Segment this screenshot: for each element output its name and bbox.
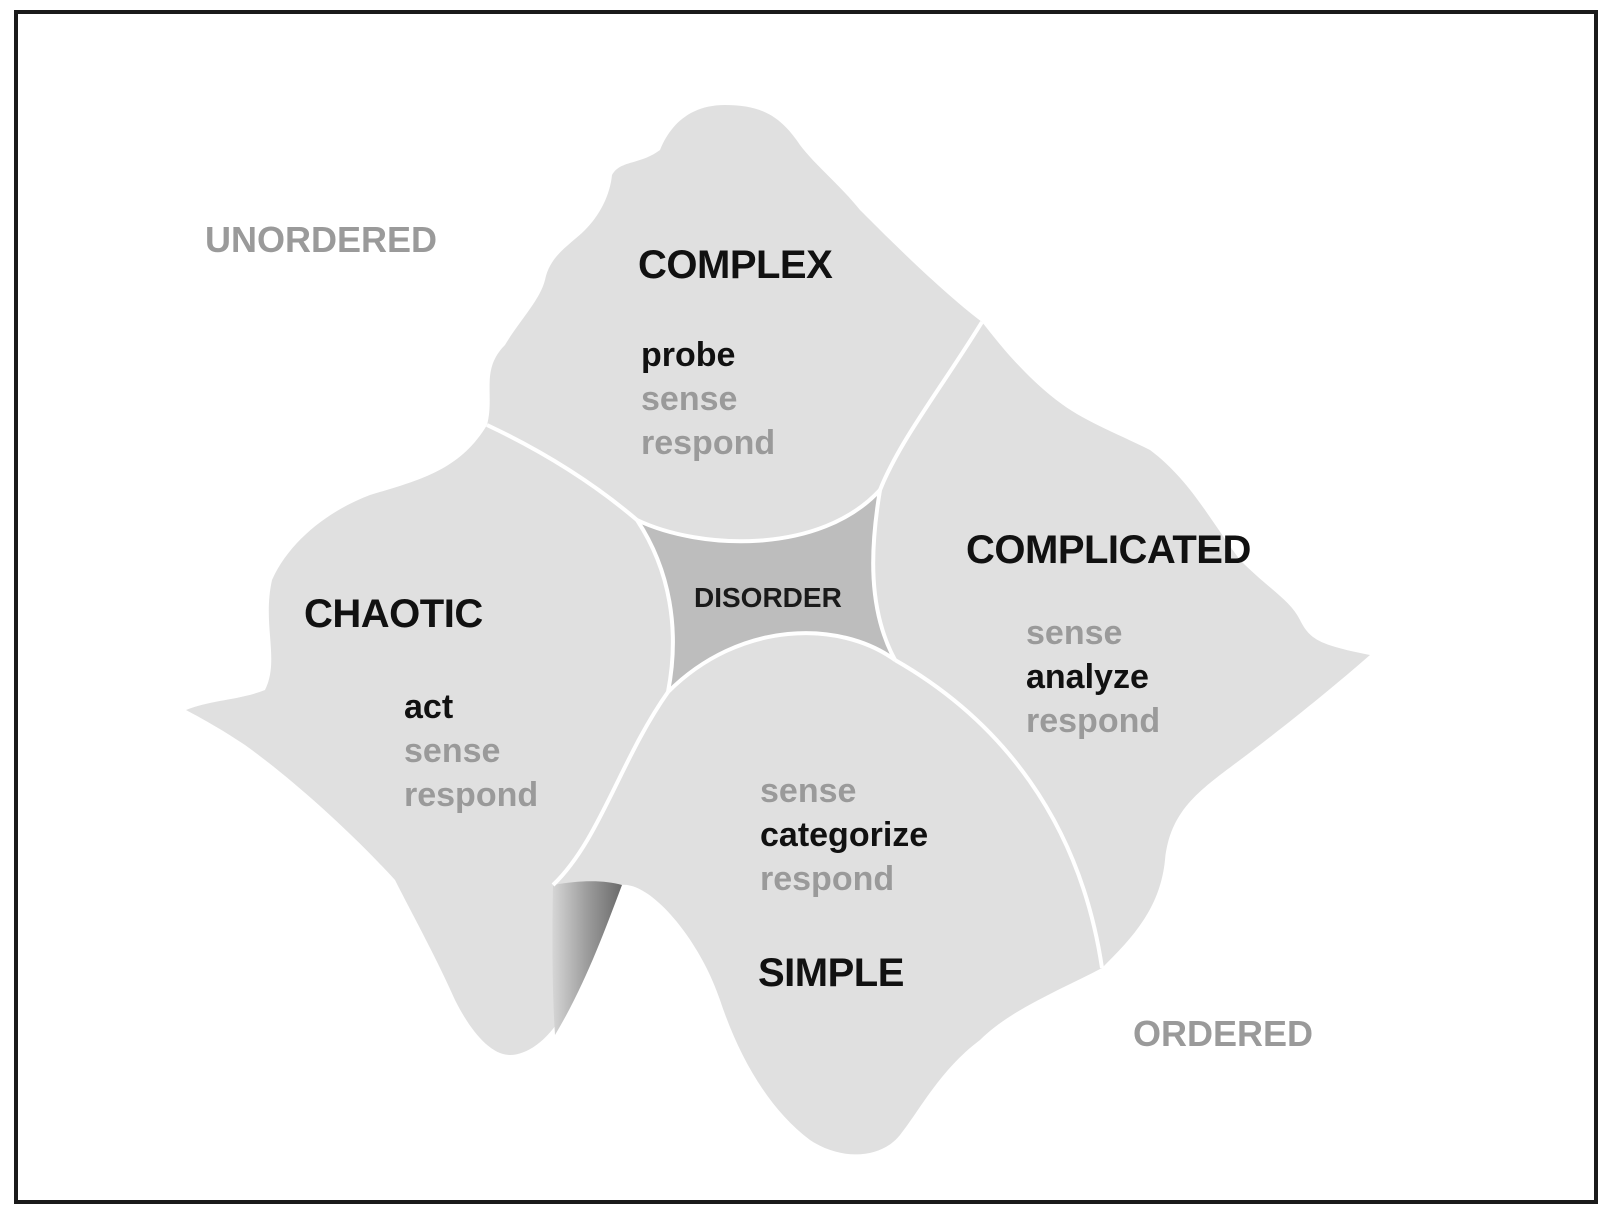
label-unordered: UNORDERED [205, 219, 438, 260]
domain-dividers [486, 320, 1104, 969]
simple-step-3: respond [760, 860, 895, 898]
cliff-shadow [552, 881, 622, 1035]
domain-complex-title: COMPLEX [638, 243, 833, 287]
complicated-step-3: respond [1026, 702, 1161, 740]
complex-step-3: respond [641, 424, 776, 462]
divider-simple-disorder [666, 631, 897, 694]
simple-step-2: categorize [760, 816, 929, 854]
divider-simple-complicated [894, 658, 1104, 969]
divider-chaotic-disorder [635, 518, 675, 693]
divider-complex-disorder [636, 488, 882, 544]
complex-step-1: probe [641, 336, 736, 374]
simple-step-1: sense [760, 772, 857, 810]
chaotic-step-3: respond [404, 776, 539, 814]
disorder-region [637, 490, 895, 692]
complicated-step-2: analyze [1026, 658, 1149, 696]
label-ordered: ORDERED [1133, 1013, 1314, 1054]
divider-complicated-disorder [871, 489, 897, 661]
divider-complex-chaotic [486, 423, 639, 522]
divider-chaotic-simple [551, 690, 670, 887]
label-disorder: DISORDER [694, 582, 842, 613]
domain-complicated-title: COMPLICATED [966, 528, 1251, 572]
complicated-step-1: sense [1026, 614, 1123, 652]
domain-simple-title: SIMPLE [758, 951, 904, 995]
chaotic-step-1: act [404, 688, 454, 726]
domain-chaotic-title: CHAOTIC [304, 592, 483, 636]
divider-complex-complicated [878, 320, 984, 491]
chaotic-step-2: sense [404, 732, 501, 770]
complex-step-2: sense [641, 380, 738, 418]
